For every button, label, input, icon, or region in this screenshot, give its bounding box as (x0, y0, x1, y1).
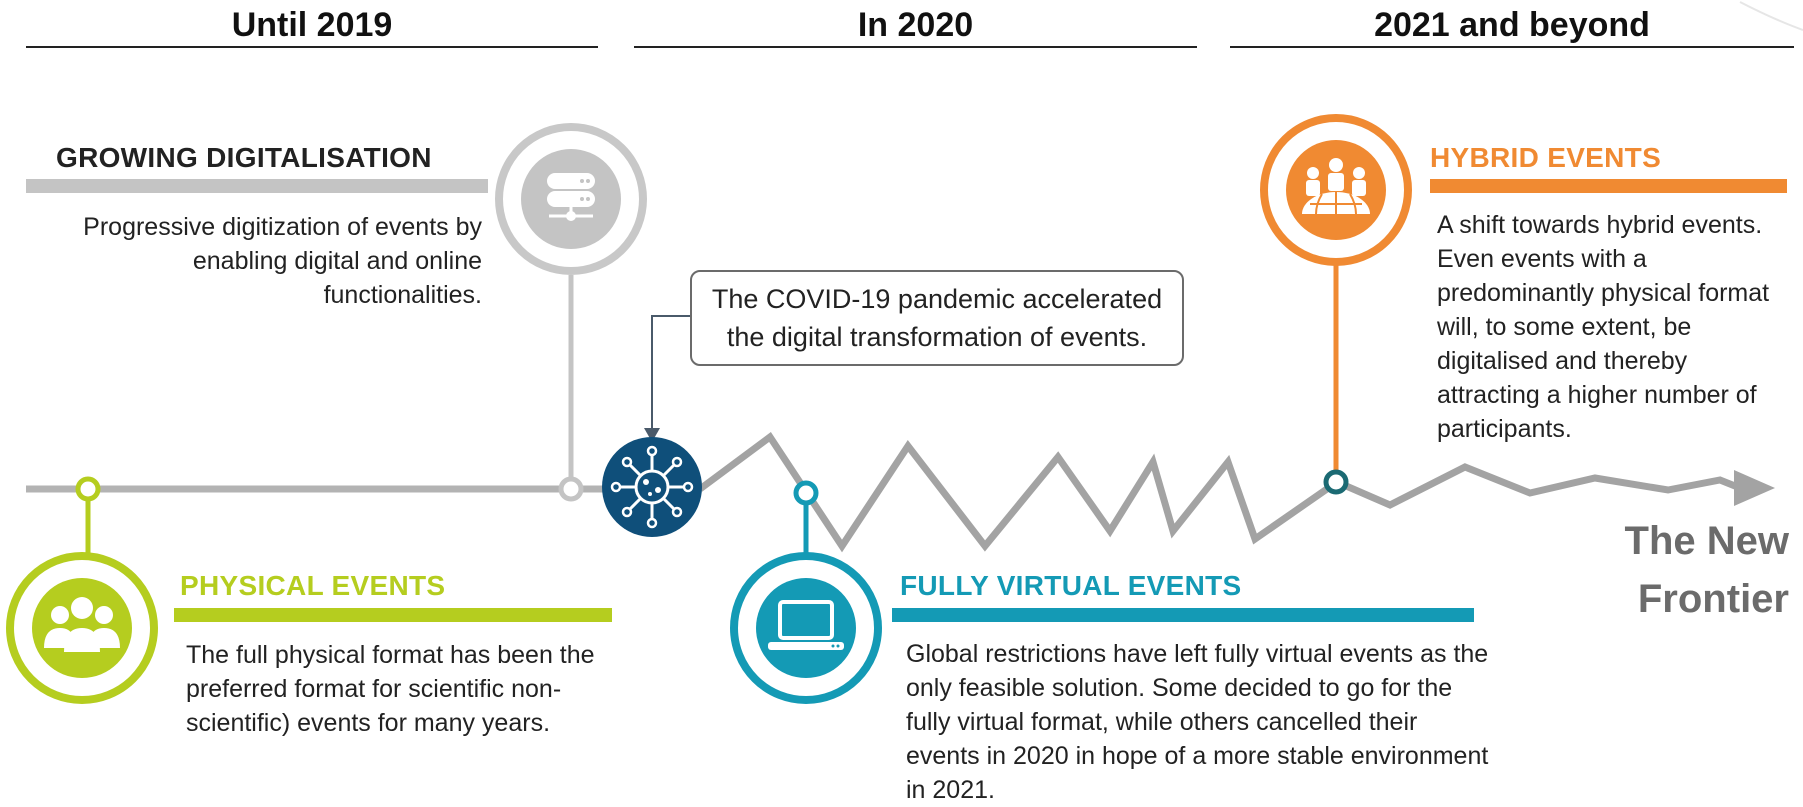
callout-connector (651, 315, 690, 433)
growing-node (558, 476, 584, 502)
people-group-icon (32, 578, 132, 678)
virtual-bar (892, 608, 1474, 622)
period-until-2019: Until 2019 (26, 6, 598, 48)
hybrid-bar (1430, 179, 1787, 193)
server-icon (521, 149, 621, 249)
virtual-node (793, 480, 819, 506)
virtual-description: Global restrictions have left fully virt… (906, 640, 1489, 804)
decorative-arc (1739, 1, 1803, 31)
callout-arrow-icon (644, 428, 660, 442)
physical-title: PHYSICAL EVENTS (180, 570, 446, 601)
physical-bar (174, 608, 612, 622)
hybrid-node (1323, 469, 1349, 495)
physical-node (75, 476, 101, 502)
globe-meeting-icon (1286, 140, 1386, 240)
growing-description: Progressive digitization of events by en… (83, 213, 482, 309)
period-in-2020: In 2020 (634, 6, 1197, 48)
virtual-title: FULLY VIRTUAL EVENTS (900, 570, 1242, 601)
frontier-line-1: The New (1624, 519, 1789, 563)
laptop-icon (756, 578, 856, 678)
growing-title: GROWING DIGITALISATION (56, 142, 432, 173)
physical-description: The full physical format has been the pr… (186, 641, 595, 737)
frontier-line-2: Frontier (1637, 577, 1789, 621)
growing-bar (26, 179, 488, 193)
virus-icon (602, 437, 702, 537)
hybrid-description: A shift towards hybrid events. Even even… (1437, 211, 1770, 443)
new-frontier-label: The New Frontier (1625, 512, 1789, 628)
period-2021-beyond: 2021 and beyond (1230, 6, 1794, 48)
covid-callout: The COVID-19 pandemic accelerated the di… (690, 270, 1184, 366)
timeline-arrow-icon (1734, 470, 1775, 506)
hybrid-title: HYBRID EVENTS (1430, 142, 1662, 173)
zigzag-timeline (697, 431, 1747, 553)
